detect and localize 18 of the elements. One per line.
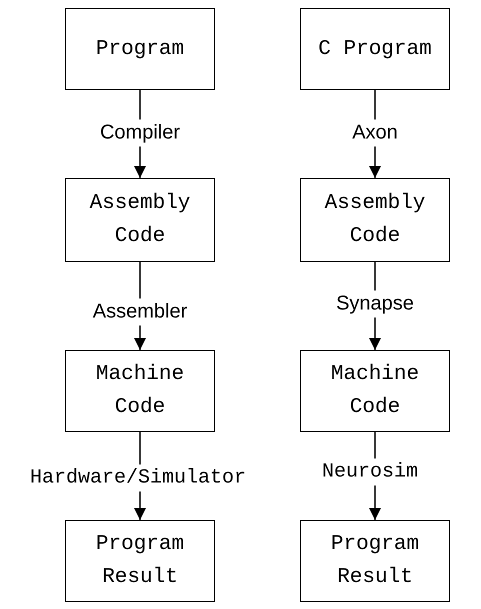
box-label: Program Result [330, 532, 420, 591]
box-label: Assembly Code [88, 191, 192, 250]
box-label: Program [94, 36, 186, 62]
process-box [65, 8, 215, 90]
process-box [65, 520, 215, 602]
edge-label: Assembler [90, 298, 190, 326]
process-box [300, 178, 450, 262]
edge-label: Synapse [334, 290, 416, 318]
process-box [300, 520, 450, 602]
process-box [300, 350, 450, 432]
box-label: Machine Code [94, 362, 186, 421]
process-box [300, 8, 450, 90]
process-box [65, 350, 215, 432]
box-label: Program Result [94, 532, 186, 591]
process-box [65, 178, 215, 262]
box-label: Assembly Code [324, 191, 426, 250]
box-label: C Program [317, 36, 433, 62]
box-label: Machine Code [330, 362, 420, 421]
